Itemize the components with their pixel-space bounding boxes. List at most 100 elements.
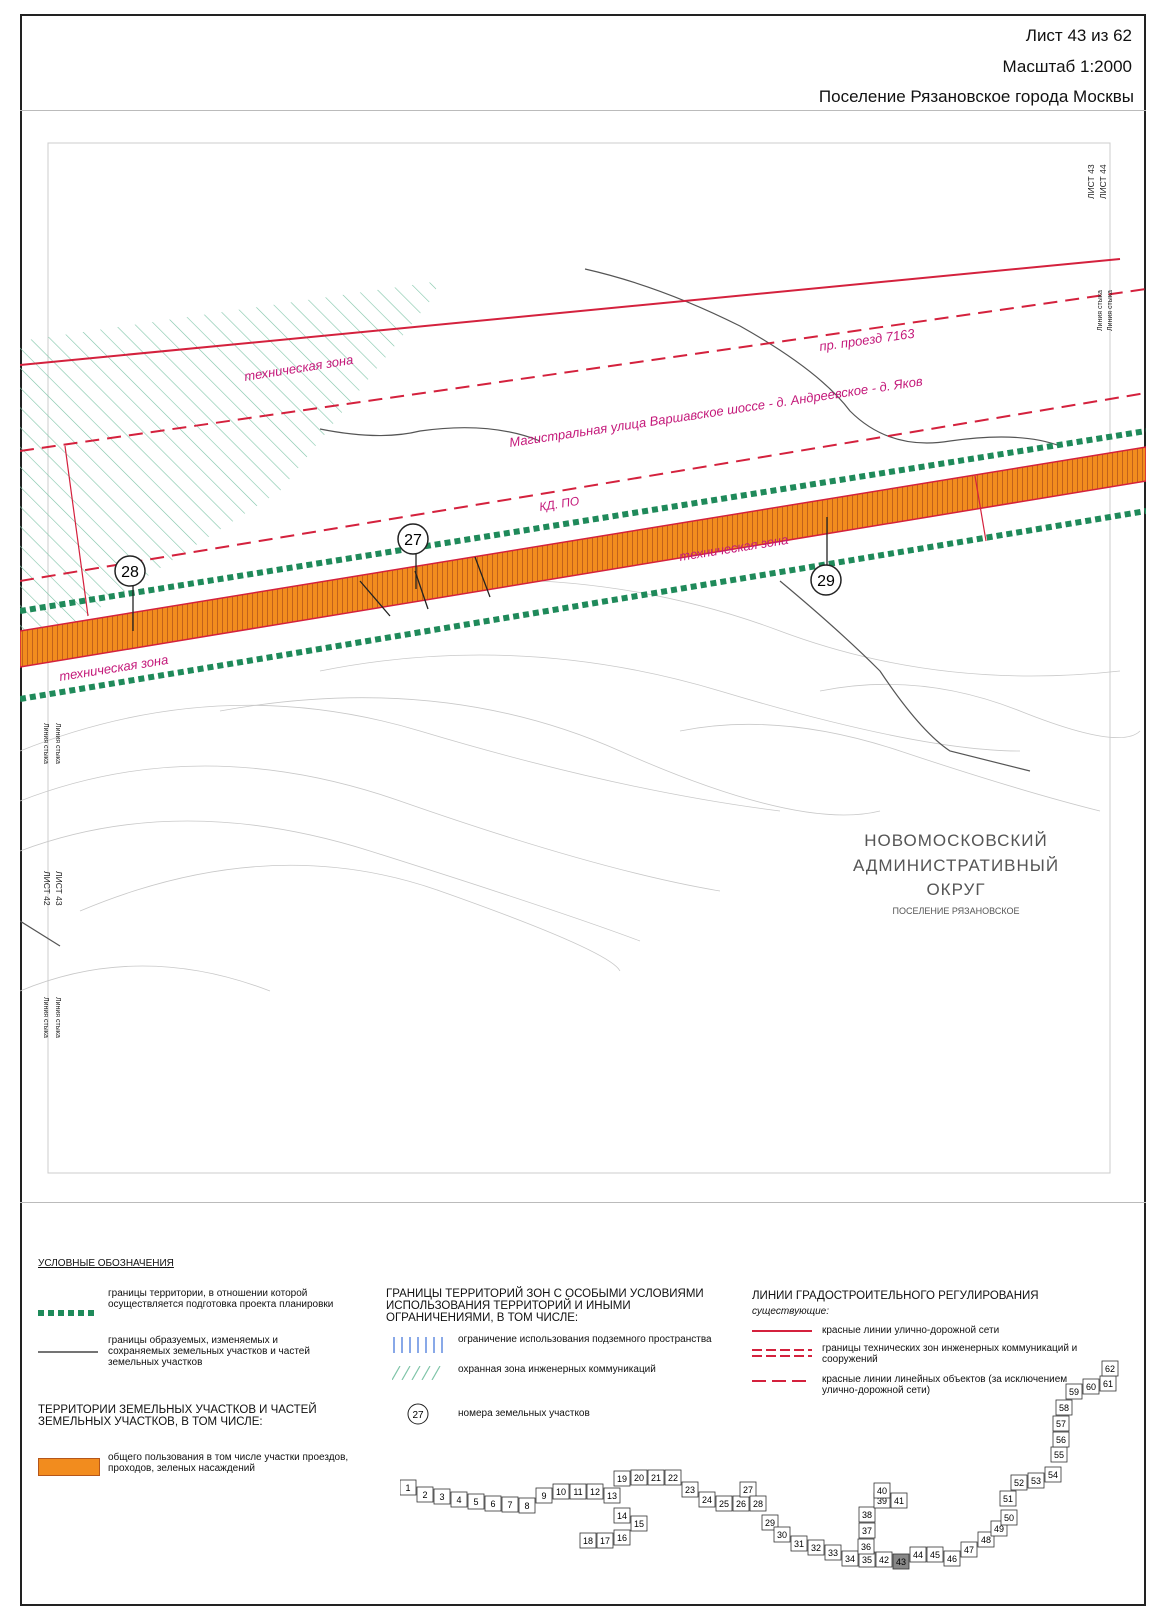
svg-text:10: 10 bbox=[556, 1487, 566, 1497]
sheet-index-cell: 60 bbox=[1082, 1378, 1100, 1395]
sheet-index-cell: 34 bbox=[841, 1550, 859, 1567]
svg-text:29: 29 bbox=[817, 573, 835, 590]
svg-text:20: 20 bbox=[634, 1473, 644, 1483]
svg-text:4: 4 bbox=[456, 1495, 461, 1505]
parcel-marker-28[interactable]: 28 bbox=[114, 555, 146, 631]
sheet-number: Лист 43 из 62 bbox=[1025, 26, 1132, 45]
svg-text:48: 48 bbox=[981, 1535, 991, 1545]
sheet-index-cell: 45 bbox=[926, 1546, 944, 1563]
svg-text:55: 55 bbox=[1054, 1450, 1064, 1460]
sheet-index-cell: 51 bbox=[999, 1490, 1017, 1507]
svg-text:37: 37 bbox=[862, 1526, 872, 1536]
sheet-index-cell: 41 bbox=[890, 1492, 908, 1509]
parcel-marker-29[interactable]: 29 bbox=[810, 517, 842, 596]
sheet-index-cell: 6 bbox=[484, 1495, 502, 1512]
legend-lines-heading: ЛИНИИ ГРАДОСТРОИТЕЛЬНОГО РЕГУЛИРОВАНИЯ bbox=[752, 1290, 1039, 1302]
label-sheet-43-left: ЛИСТ 43 bbox=[54, 871, 64, 906]
svg-text:47: 47 bbox=[964, 1545, 974, 1555]
sheet-index-cell: 19 bbox=[613, 1470, 631, 1487]
sheet-index-cell: 4 bbox=[450, 1491, 468, 1508]
sheet-index-cell: 26 bbox=[732, 1495, 750, 1512]
svg-text:62: 62 bbox=[1105, 1364, 1115, 1374]
legend-territories-heading: ТЕРРИТОРИИ ЗЕМЕЛЬНЫХ УЧАСТКОВ И ЧАСТЕЙ З… bbox=[38, 1404, 317, 1428]
svg-text:41: 41 bbox=[894, 1496, 904, 1506]
svg-text:49: 49 bbox=[994, 1524, 1004, 1534]
legend-title: УСЛОВНЫЕ ОБОЗНАЧЕНИЯ bbox=[38, 1258, 174, 1269]
legend-parcel-numbers: номера земельных участков bbox=[458, 1408, 590, 1419]
sheet-index-cell: 21 bbox=[647, 1469, 665, 1486]
sheet-index-cell: 42 bbox=[875, 1551, 893, 1568]
legend-red-lines-linear: красные линии линейных объектов (за искл… bbox=[822, 1374, 1068, 1396]
red-line-road bbox=[20, 258, 1121, 366]
legend-red-lines-road: красные линии улично-дорожной сети bbox=[822, 1325, 1000, 1336]
svg-text:25: 25 bbox=[719, 1499, 729, 1509]
svg-text:61: 61 bbox=[1103, 1379, 1113, 1389]
parcel-boundaries bbox=[359, 556, 491, 617]
svg-text:23: 23 bbox=[685, 1485, 695, 1495]
sheet-index-cell: 3 bbox=[433, 1488, 451, 1505]
svg-text:12: 12 bbox=[590, 1487, 600, 1497]
svg-text:15: 15 bbox=[634, 1519, 644, 1529]
svg-text:17: 17 bbox=[600, 1536, 610, 1546]
header-divider bbox=[20, 110, 1146, 111]
svg-text:1: 1 bbox=[405, 1483, 410, 1493]
label-sheet-42: ЛИСТ 42 bbox=[42, 871, 52, 906]
sheet-index-cell: 38 bbox=[858, 1506, 876, 1523]
sheet-index-cell: 12 bbox=[586, 1483, 604, 1500]
sheet-index-cell: 52 bbox=[1010, 1474, 1028, 1491]
settlement-title: Поселение Рязановское города Москвы bbox=[818, 87, 1134, 106]
label-join-line-left-4: Линия стыка bbox=[42, 997, 49, 1038]
terrain-break-lines bbox=[20, 268, 1061, 947]
svg-text:39: 39 bbox=[877, 1496, 887, 1506]
svg-text:6: 6 bbox=[490, 1499, 495, 1509]
sheet-index-cell: 47 bbox=[960, 1541, 978, 1558]
sheet-index-cell: 36 bbox=[857, 1538, 875, 1555]
sheet-index-cell: 44 bbox=[909, 1546, 927, 1563]
map-scale: Масштаб 1:2000 bbox=[1002, 57, 1132, 76]
sheet-index-cell: 8 bbox=[518, 1497, 536, 1514]
svg-text:32: 32 bbox=[811, 1543, 821, 1553]
legend-tech-zone-bounds: границы технических зон инженерных комму… bbox=[822, 1343, 1078, 1365]
inner-sheet-frame bbox=[47, 142, 1111, 1174]
svg-text:19: 19 bbox=[617, 1474, 627, 1484]
public-use-parcel-strip bbox=[20, 446, 1146, 668]
sheet-index-cell: 15 bbox=[630, 1515, 648, 1532]
svg-text:7: 7 bbox=[507, 1500, 512, 1510]
sheet-index-cell: 14 bbox=[613, 1507, 631, 1524]
legend-symbol-territory-boundary bbox=[38, 1310, 98, 1316]
sheet-index-cell: 9 bbox=[535, 1487, 553, 1504]
label-sheet-44: ЛИСТ 44 bbox=[1098, 164, 1108, 199]
label-proezd: пр. проезд 7163 bbox=[818, 326, 916, 354]
sheet-index-cell: 29 bbox=[761, 1514, 779, 1531]
svg-text:28: 28 bbox=[753, 1499, 763, 1509]
district-settlement: ПОСЕЛЕНИЕ РЯЗАНОВСКОЕ bbox=[893, 906, 1020, 916]
label-join-line-left-3: Линия стыка bbox=[54, 997, 61, 1038]
parcel-marker-27[interactable]: 27 bbox=[397, 523, 429, 589]
label-kd: КД. ПО bbox=[538, 494, 580, 514]
red-lines-linear-objects bbox=[20, 288, 1146, 582]
svg-text:51: 51 bbox=[1003, 1494, 1013, 1504]
sheet-index-cell: 50 bbox=[1000, 1509, 1018, 1526]
map-canvas[interactable]: 28 27 29 техническая зона техническая зо… bbox=[20, 111, 1146, 1201]
sheet-index-cell: 25 bbox=[715, 1495, 733, 1512]
svg-text:35: 35 bbox=[862, 1555, 872, 1565]
sheet-index-cell: 22 bbox=[664, 1469, 682, 1486]
sheet-index-cell: 18 bbox=[579, 1532, 597, 1549]
sheet-index-cell: 17 bbox=[596, 1532, 614, 1549]
sheet-index-cell: 27 bbox=[739, 1481, 757, 1498]
svg-text:46: 46 bbox=[947, 1554, 957, 1564]
sheet-index-cell: 20 bbox=[630, 1469, 648, 1486]
svg-text:13: 13 bbox=[607, 1491, 617, 1501]
svg-text:57: 57 bbox=[1056, 1419, 1066, 1429]
svg-text:9: 9 bbox=[541, 1491, 546, 1501]
sheet-index-cell: 58 bbox=[1055, 1399, 1073, 1416]
svg-text:56: 56 bbox=[1056, 1435, 1066, 1445]
legend-symbol-tech-zone bbox=[752, 1349, 812, 1357]
sheet-index-cell: 48 bbox=[977, 1531, 995, 1548]
sheet-index-cell: 2 bbox=[416, 1486, 434, 1503]
sheet-index-cell: 53 bbox=[1027, 1472, 1045, 1489]
sheet-index-cell: 37 bbox=[858, 1522, 876, 1539]
sheet-index-cell: 13 bbox=[603, 1487, 621, 1504]
sheet-index-cell: 23 bbox=[681, 1481, 699, 1498]
